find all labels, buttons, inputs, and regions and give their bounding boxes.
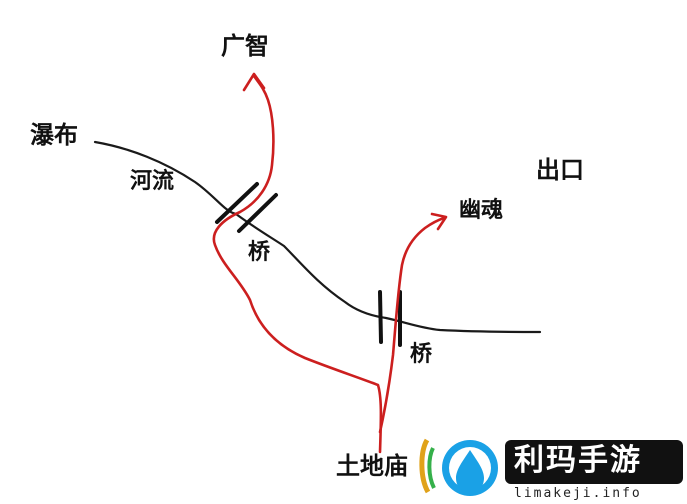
label-guangzhi: 广智 — [221, 32, 269, 60]
label-youhun: 幽魂 — [459, 198, 504, 223]
route-arrowhead-guangzhi — [242, 72, 266, 92]
route-to-youhun — [378, 216, 446, 434]
label-heliu: 河流 — [130, 169, 175, 194]
watermark-sub: limakeji.info — [514, 486, 642, 501]
bridge-upper-right — [237, 193, 278, 233]
label-bridge-upper: 桥 — [248, 240, 271, 265]
route-arrowhead-youhun — [430, 212, 448, 231]
route-to-guangzhi — [212, 74, 383, 454]
label-chukou: 出口 — [536, 156, 584, 184]
river-line — [93, 140, 542, 334]
label-pubu: 瀑布 — [30, 121, 78, 149]
watermark-bg — [505, 440, 683, 484]
watermark-text: 利玛手游 — [514, 443, 642, 478]
bridge-upper-left — [215, 182, 259, 224]
label-bridge-lower: 桥 — [410, 342, 433, 367]
water-drop-logo-icon — [419, 438, 498, 496]
bridge-lower-left — [378, 290, 383, 344]
label-tudimiao: 土地庙 — [336, 452, 408, 480]
